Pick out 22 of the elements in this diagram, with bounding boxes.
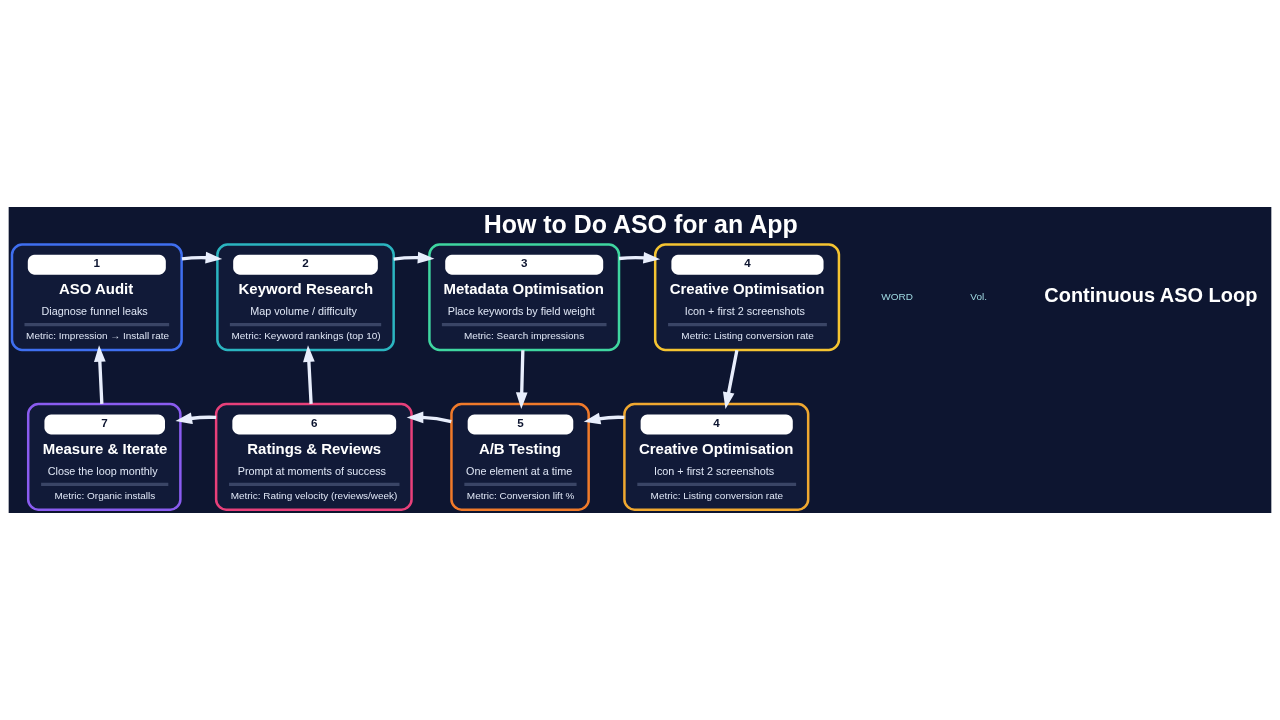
node-box: 5 A/B Testing One element at a time Metric: Conversion lift % <box>450 402 590 511</box>
arrow <box>94 345 106 404</box>
diagram-title: How to Do ASO for an App <box>483 209 798 238</box>
label: Vol. <box>970 290 987 302</box>
node-box: 7 Measure & Iterate Close the loop monthly Metric: Organic installs <box>26 402 182 511</box>
label: Continuous ASO Loop <box>1044 283 1258 306</box>
arrow <box>583 412 625 425</box>
arrow <box>181 251 223 264</box>
node-box: 1 ASO Audit Diagnose funnel leaks Metric: Impression → Install rate <box>10 243 183 352</box>
node-box: 2 Keyword Research Map volume / difficulty Metric: Keyword rankings (top 10) <box>216 243 395 352</box>
node-box: 6 Ratings & Reviews Prompt at moments of success Metric: Rating velocity (reviews/week) <box>214 402 413 511</box>
arrow <box>175 412 217 425</box>
arrow <box>406 411 452 424</box>
arrow <box>722 349 739 409</box>
arrow <box>515 350 528 409</box>
node-box: 3 Metadata Optimisation Place keywords by field weight Metric: Search impressions <box>428 243 621 352</box>
arrow <box>618 251 661 264</box>
node-box: 4 Creative Optimisation Icon + first 2 screenshots Metric: Listing conversion rate <box>653 243 841 352</box>
label: WORD <box>881 290 913 302</box>
node-box: 4 Creative Optimisation Icon + first 2 screenshots Metric: Listing conversion rate <box>623 402 810 511</box>
arrow <box>393 251 435 264</box>
arrow <box>303 345 315 404</box>
